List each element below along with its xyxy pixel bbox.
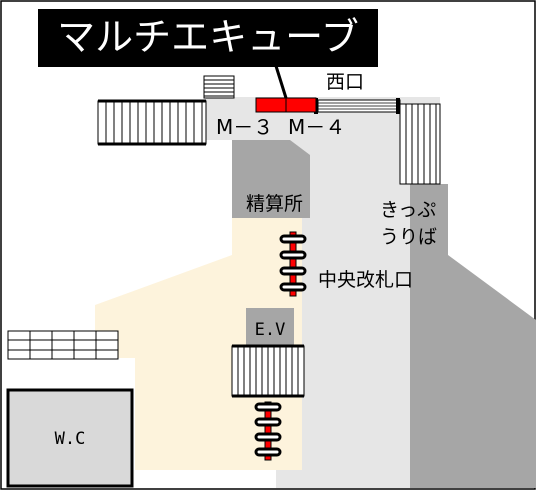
fare-office-block — [232, 140, 310, 218]
restroom-block — [6, 388, 134, 488]
paid-area — [95, 218, 302, 470]
stall-m3-marker[interactable] — [255, 97, 287, 113]
fare-office-label: 精算所 — [246, 193, 303, 215]
page-title: マルチエキューブ — [57, 15, 359, 59]
central-gate-label: 中央改札口 — [318, 269, 413, 291]
stairs-icon — [231, 344, 305, 398]
title-box — [38, 9, 378, 67]
stairs-icon — [97, 99, 207, 146]
ticket-office-label-line2: うりば — [380, 226, 437, 248]
restroom-label: W.C — [55, 429, 86, 449]
ticket-gate-icon — [254, 401, 282, 461]
stairs-icon — [399, 103, 441, 185]
title-leader-line — [274, 65, 288, 99]
elevator-block — [246, 308, 294, 346]
elevator-label: E.V — [255, 320, 286, 340]
stall-m3-label: M－３ — [216, 115, 273, 139]
west-exit-label: 西口 — [326, 71, 364, 93]
stall-m4-marker[interactable] — [285, 97, 317, 113]
ticket-office-block — [410, 184, 536, 488]
stairs-icon — [203, 75, 235, 99]
west-exit-walkway — [314, 98, 401, 114]
stall-m4-label: M－４ — [288, 115, 345, 139]
stairs-icon — [7, 330, 119, 360]
ticket-office-label-line1: きっぷ — [380, 199, 436, 221]
ticket-gate-icon — [279, 231, 307, 297]
